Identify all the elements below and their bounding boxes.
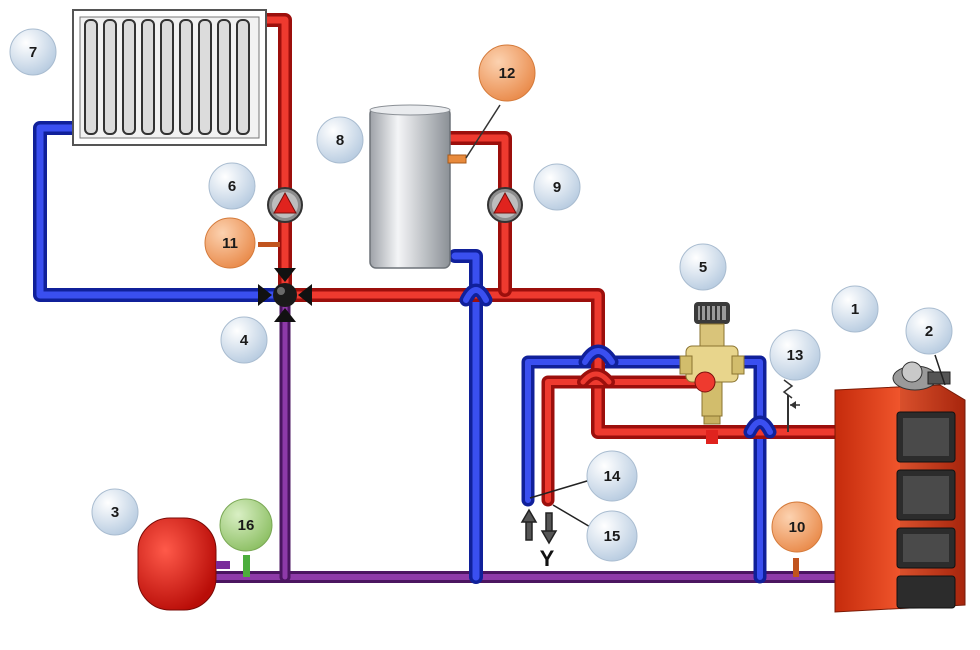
mixing-valve <box>679 302 745 444</box>
svg-text:3: 3 <box>111 504 119 521</box>
pump-tank <box>487 187 523 223</box>
callout-2-leader <box>934 354 946 386</box>
callout-2: 2 <box>905 307 953 355</box>
callout-12-leader <box>465 104 501 159</box>
radiator <box>72 9 267 146</box>
hot-water-tank <box>369 104 467 269</box>
callout-15: 15 <box>586 510 638 562</box>
callout-6: 6 <box>208 162 256 210</box>
callout-10: 10 <box>771 501 823 553</box>
svg-text:14: 14 <box>604 468 621 485</box>
callout-7: 7 <box>9 28 57 76</box>
callout-11: 11 <box>204 217 256 269</box>
expansion-tank <box>137 517 230 611</box>
svg-text:12: 12 <box>499 65 516 82</box>
svg-text:1: 1 <box>851 301 859 318</box>
return-main-pipe <box>204 294 841 583</box>
svg-text:2: 2 <box>925 323 933 340</box>
pipe-crossovers <box>459 283 777 439</box>
svg-text:10: 10 <box>789 519 806 536</box>
dhw-flow-arrows <box>520 508 558 545</box>
svg-text:15: 15 <box>604 528 621 545</box>
callout-9: 9 <box>533 163 581 211</box>
sensor-11-stub <box>258 242 280 247</box>
safety-valve <box>782 379 800 432</box>
callout-13: 13 <box>769 329 821 381</box>
pump-radiator <box>267 187 303 223</box>
callout-15-leader <box>552 504 593 529</box>
boiler <box>834 361 966 613</box>
svg-text:13: 13 <box>787 347 804 364</box>
callout-8: 8 <box>316 116 364 164</box>
callout-1: 1 <box>831 285 879 333</box>
callout-4: 4 <box>220 316 268 364</box>
svg-text:8: 8 <box>336 132 344 149</box>
callout-16: 16 <box>219 498 273 552</box>
svg-text:11: 11 <box>222 235 238 252</box>
callout-14: 14 <box>586 450 638 502</box>
callout-3: 3 <box>91 488 139 536</box>
svg-text:4: 4 <box>240 332 249 349</box>
callout-12: 12 <box>478 44 536 102</box>
three-way-valve <box>258 268 312 322</box>
svg-text:16: 16 <box>238 517 255 534</box>
svg-text:9: 9 <box>553 179 561 196</box>
sensor-10-stub <box>793 558 799 577</box>
callout-5: 5 <box>679 243 727 291</box>
tank-sensor <box>447 154 467 164</box>
svg-text:7: 7 <box>29 44 37 61</box>
svg-text:5: 5 <box>699 259 707 276</box>
marker-y: Y <box>540 546 555 571</box>
gauge-16-stub <box>243 555 250 577</box>
svg-text:6: 6 <box>228 178 236 195</box>
callout-14-leader <box>529 477 598 499</box>
